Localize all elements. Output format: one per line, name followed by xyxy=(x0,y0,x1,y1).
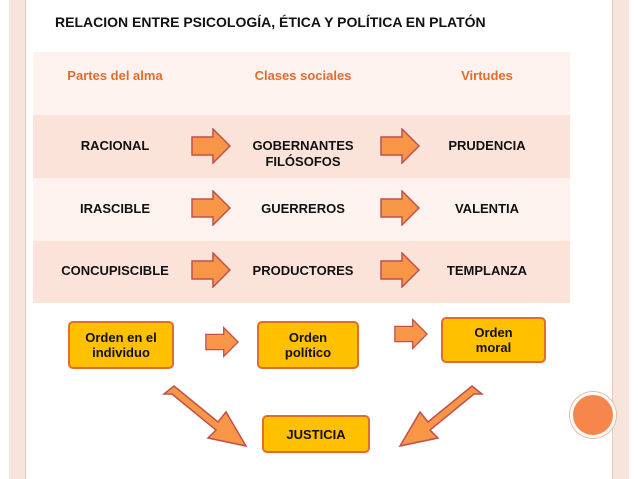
clase-productores: PRODUCTORES xyxy=(252,263,354,278)
header-clases-sociales: Clases sociales xyxy=(254,68,352,83)
box-orden-moral-line2: moral xyxy=(475,340,512,355)
row-band-irascible xyxy=(33,178,570,241)
right-frame-strip xyxy=(612,0,629,479)
header-virtudes: Virtudes xyxy=(461,68,513,83)
arrow-right-icon xyxy=(191,190,231,226)
row-band-racional xyxy=(33,115,570,178)
clase-gobernantes: GOBERNANTES FILÓSOFOS xyxy=(228,138,378,170)
decorative-circle xyxy=(570,392,616,438)
box-orden-individuo-line1: Orden en el xyxy=(85,330,157,345)
clase-guerreros: GUERREROS xyxy=(261,201,345,216)
arrow-right-icon xyxy=(380,128,420,164)
box-orden-politico-line1: Orden xyxy=(288,330,328,345)
virtud-templanza: TEMPLANZA xyxy=(446,263,528,278)
left-frame-strip xyxy=(9,0,26,479)
clase-gobernantes-line2: FILÓSOFOS xyxy=(265,154,341,169)
alma-racional: RACIONAL xyxy=(80,138,150,153)
header-row-band xyxy=(33,52,570,115)
header-partes-del-alma: Partes del alma xyxy=(67,68,163,83)
box-orden-moral-line1: Orden xyxy=(474,325,513,340)
box-orden-individuo-line2: individuo xyxy=(92,345,150,360)
arrow-right-icon xyxy=(191,252,231,288)
slide-title: RELACION ENTRE PSICOLOGÍA, ÉTICA Y POLÍT… xyxy=(55,14,486,30)
box-orden-moral: Orden moral xyxy=(441,317,546,363)
arrow-right-icon xyxy=(394,318,428,350)
arrow-right-icon xyxy=(380,252,420,288)
arrow-diagonal-down-left-icon xyxy=(398,385,485,448)
box-justicia: JUSTICIA xyxy=(262,415,370,453)
virtud-prudencia: PRUDENCIA xyxy=(448,138,526,153)
arrow-diagonal-down-right-icon xyxy=(161,385,248,448)
box-orden-politico-line2: político xyxy=(284,345,332,360)
clase-gobernantes-line1: GOBERNANTES xyxy=(252,138,354,153)
arrow-right-icon xyxy=(205,326,239,358)
box-orden-politico: Orden político xyxy=(257,321,359,369)
virtud-valentia: VALENTIA xyxy=(454,201,520,216)
alma-irascible: IRASCIBLE xyxy=(79,201,151,216)
row-band-concupiscible xyxy=(33,241,570,303)
arrow-right-icon xyxy=(380,190,420,226)
arrow-right-icon xyxy=(191,128,231,164)
alma-concupiscible: CONCUPISCIBLE xyxy=(61,263,169,278)
box-orden-individuo: Orden en el individuo xyxy=(68,321,174,369)
